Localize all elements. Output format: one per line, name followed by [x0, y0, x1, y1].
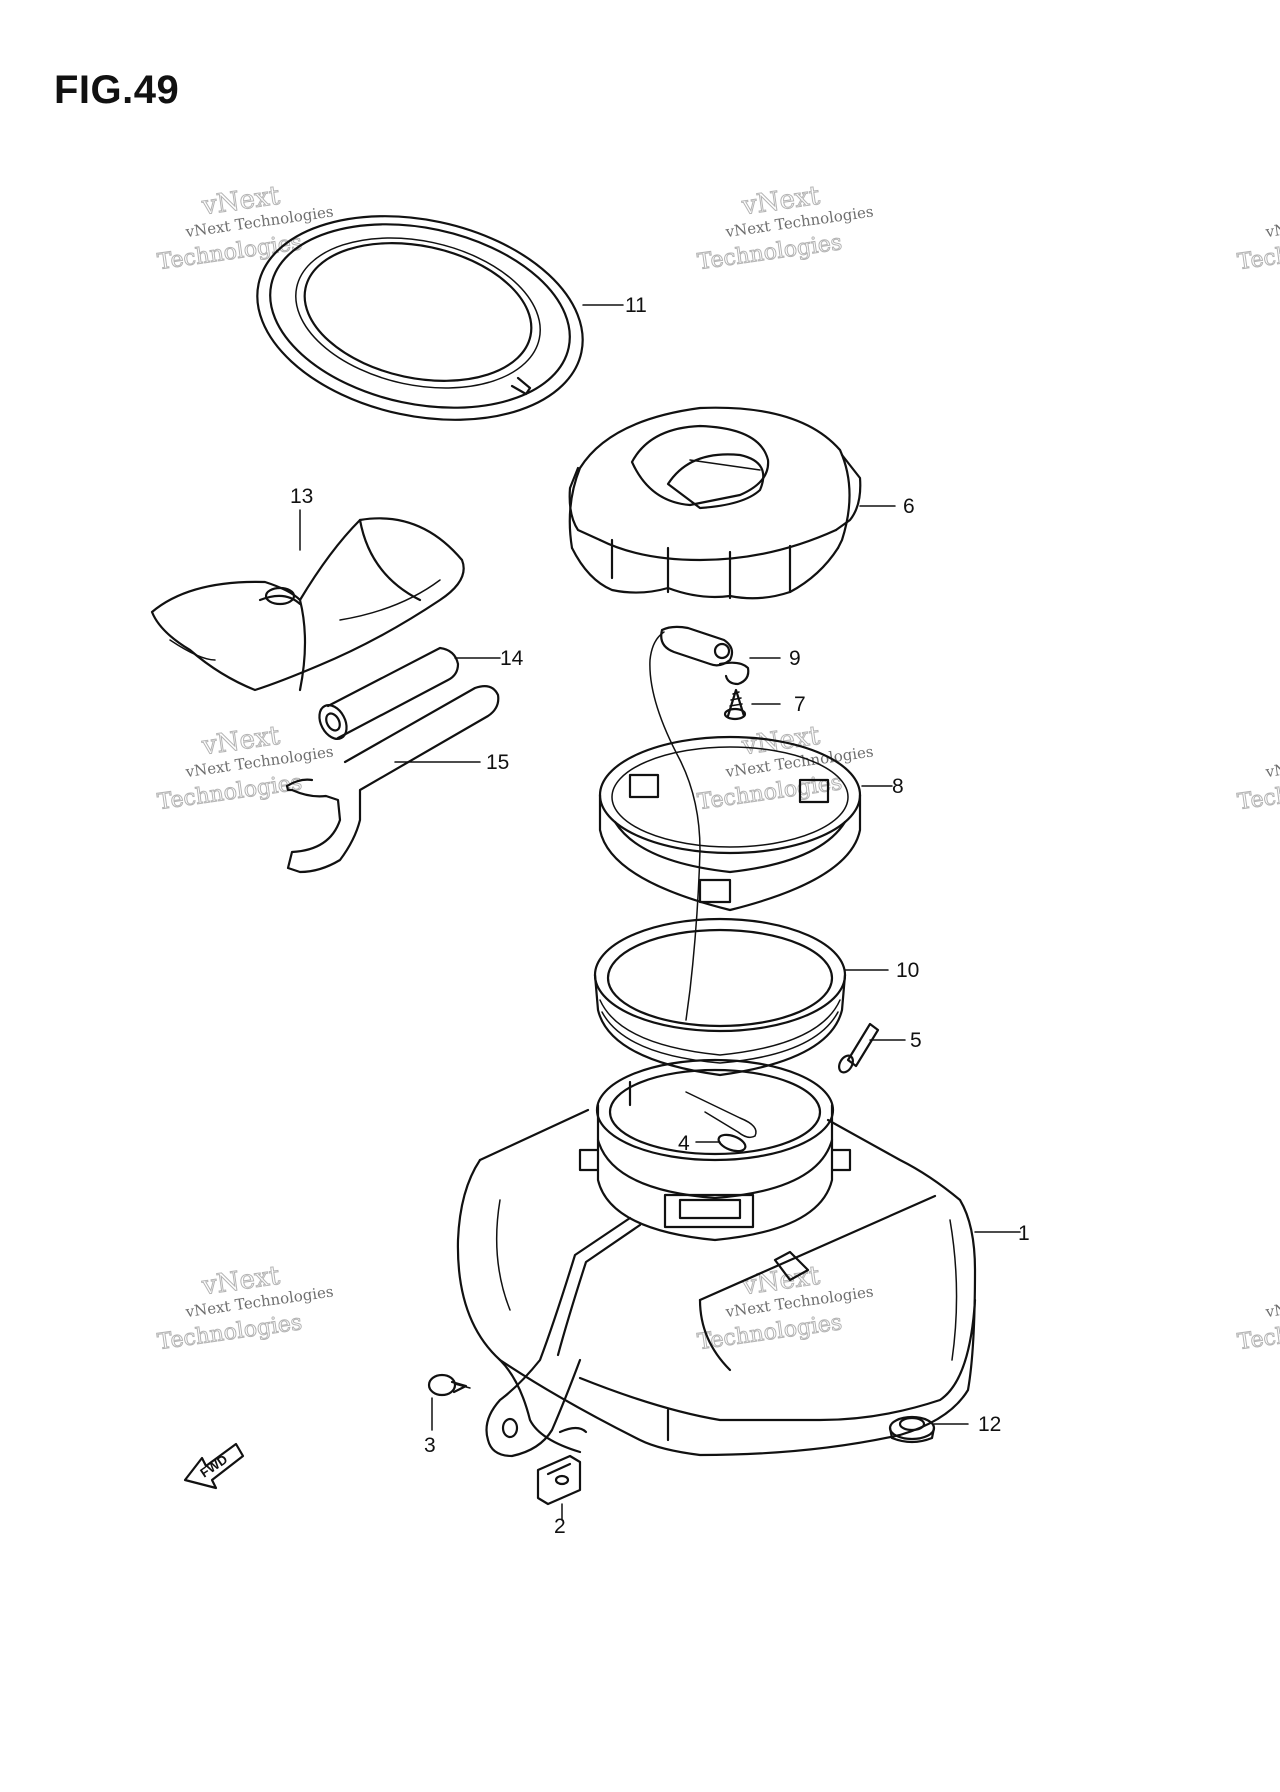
part-fuel-tank: [456, 1108, 1021, 1457]
callout-10: 10: [896, 959, 919, 982]
fwd-direction-arrow: FWD: [183, 1442, 245, 1490]
watermark-text: vNext Technologies: [1264, 742, 1280, 781]
callout-6: 6: [903, 495, 915, 518]
part-gasket-ring: [593, 917, 889, 1077]
callout-5: 5: [910, 1029, 922, 1052]
part-tether-clip: [649, 625, 781, 1021]
watermark-top-center: vNext vNext Technologies Technologies: [696, 180, 875, 275]
part-grommet: [888, 1415, 969, 1444]
callout-8: 8: [892, 775, 904, 798]
part-screw-7: [723, 688, 781, 721]
part-tool-bag: [150, 509, 465, 692]
callout-2: 2: [554, 1515, 566, 1538]
part-filler-cap: [568, 406, 896, 600]
callout-12: 12: [978, 1413, 1001, 1436]
callout-1: 1: [1018, 1222, 1030, 1245]
watermark-top-left: vNext vNext Technologies Technologies: [156, 180, 335, 275]
part-cover-ring: [256, 215, 624, 421]
watermark-text: vNext Technologies: [1264, 1282, 1280, 1321]
callout-11: 11: [625, 294, 647, 317]
watermark-text: Technologies: [156, 230, 304, 275]
callout-3: 3: [424, 1434, 436, 1457]
watermark-mid-center: vNext vNext Technologies Technologies: [696, 720, 875, 815]
part-fuel-strap: [485, 1216, 642, 1458]
watermark-text: Technologies: [156, 1310, 304, 1355]
part-pin: [838, 1022, 906, 1074]
watermark-text: Technologies: [696, 230, 844, 275]
part-canister: [318, 646, 501, 740]
callout-15: 15: [486, 751, 509, 774]
watermark-text: Technologies: [156, 770, 304, 815]
watermark-text: Technologies: [696, 770, 844, 815]
callout-4: 4: [678, 1132, 690, 1155]
watermark-low-right: vNext Technologies Technologies: [1236, 1282, 1280, 1355]
callout-14: 14: [500, 647, 524, 670]
part-clip: [536, 1454, 582, 1521]
watermark-mid-right: vNext Technologies Technologies: [1236, 742, 1280, 815]
part-bolt: [427, 1373, 471, 1431]
figure-title: FIG.49: [54, 68, 180, 112]
watermark-low-center: vNext vNext Technologies Technologies: [696, 1260, 875, 1355]
watermark-low-left: vNext vNext Technologies Technologies: [156, 1260, 335, 1355]
callout-9: 9: [789, 647, 801, 670]
watermark-mid-left: vNext vNext Technologies Technologies: [156, 720, 335, 815]
part-lock-ring: [598, 735, 893, 912]
part-sensor-wire: [685, 1091, 757, 1153]
watermark-text: Technologies: [696, 1310, 844, 1355]
fwd-label: FWD: [197, 1451, 230, 1480]
callout-13: 13: [290, 485, 313, 508]
part-spanner: [285, 685, 500, 874]
part-filler-neck: [578, 1058, 852, 1242]
watermark-text: vNext Technologies: [1264, 202, 1280, 241]
watermark-top-right: vNext Technologies Technologies: [1236, 202, 1280, 275]
callout-7: 7: [794, 693, 806, 716]
